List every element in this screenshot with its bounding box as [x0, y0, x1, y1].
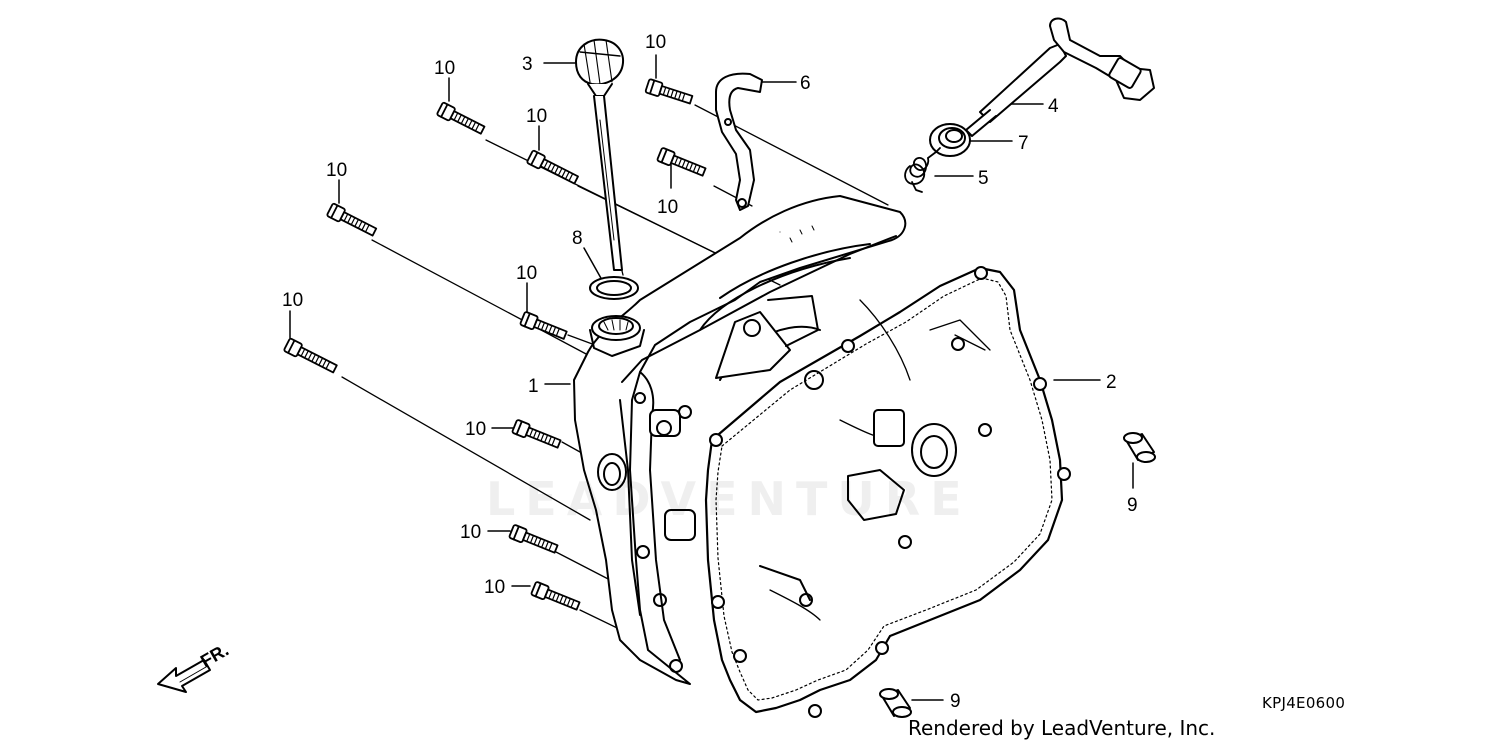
callout-part-9a: 9	[1127, 495, 1138, 516]
bolt-icon	[530, 581, 581, 611]
bolt-icon	[326, 202, 378, 237]
dowel-pin-icon	[1123, 432, 1156, 463]
crankcase-cover	[573, 195, 911, 685]
callout-bolt-e: 10	[657, 197, 678, 218]
o-ring	[589, 276, 639, 300]
callout-bolt-j: 10	[484, 577, 505, 598]
callout-bolt-d: 10	[326, 160, 347, 181]
callout-part-4: 4	[1048, 96, 1059, 117]
callout-part-9b: 9	[950, 691, 961, 712]
cover-gasket	[704, 266, 1071, 718]
callout-part-6: 6	[800, 73, 811, 94]
dowel-pins	[879, 432, 1156, 718]
bolt-icon	[511, 419, 562, 449]
callout-bolt-h: 10	[465, 419, 486, 440]
callout-bolt-g: 10	[282, 290, 303, 311]
diagram-code: KPJ4E0600	[1262, 694, 1346, 712]
bolt-icon	[656, 147, 707, 177]
callout-bolt-a: 10	[645, 32, 666, 53]
watermark: LEADVENTURE	[486, 472, 972, 526]
callout-bolt-f: 10	[516, 263, 537, 284]
bolt-icon	[526, 149, 579, 185]
return-spring	[904, 147, 941, 193]
callout-part-8: 8	[572, 228, 583, 249]
callout-labels: 3 6 4 7 5 8 1 2 9 9 10 10 10 10 10 10 10…	[282, 32, 1138, 712]
dowel-pin-icon	[879, 688, 912, 718]
callout-bolt-b: 10	[434, 58, 455, 79]
bolt-icon	[644, 78, 694, 105]
bolt-icon	[436, 101, 486, 135]
callout-part-2: 2	[1106, 372, 1117, 393]
front-direction-arrow: FR.	[157, 640, 232, 693]
shift-shaft	[965, 17, 1155, 137]
bolt-icon	[508, 524, 559, 554]
oil-dipstick	[575, 38, 624, 271]
callout-part-1: 1	[528, 376, 539, 397]
callout-part-7: 7	[1018, 133, 1029, 154]
bolt-icon	[283, 337, 338, 374]
alignment-lines	[341, 104, 986, 641]
callout-bolt-c: 10	[526, 106, 547, 127]
bracket	[715, 72, 763, 211]
callout-part-5: 5	[978, 168, 989, 189]
bolt-icon	[519, 311, 568, 340]
flange-bolts	[283, 78, 707, 611]
callout-bolt-i: 10	[460, 522, 481, 543]
callout-part-3: 3	[522, 54, 533, 75]
render-credit: Rendered by LeadVenture, Inc.	[908, 716, 1216, 740]
